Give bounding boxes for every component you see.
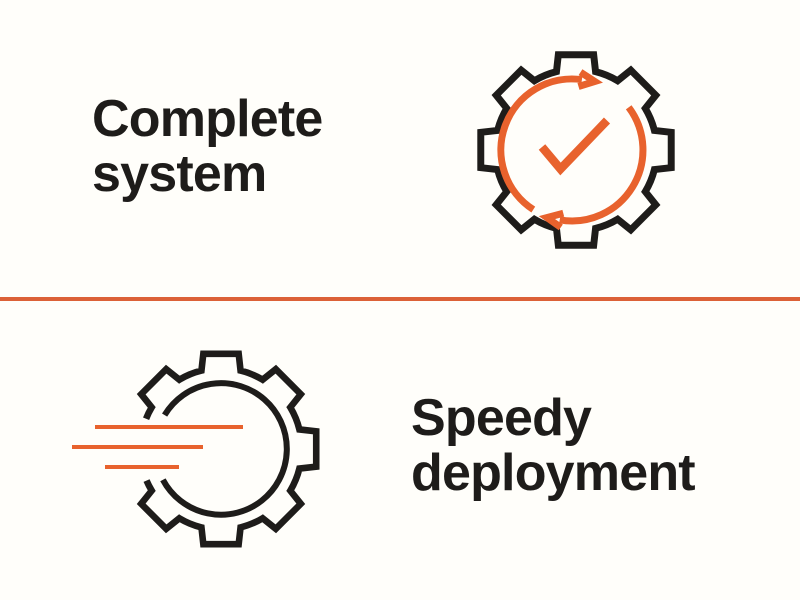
checkmark-icon xyxy=(538,117,611,176)
sync-arrows-icon xyxy=(497,69,647,231)
gear-speed-lines-icon xyxy=(72,350,320,548)
gear-inner-circle xyxy=(160,380,290,518)
heading-line: Complete xyxy=(92,90,323,148)
gear-sync-check-icon xyxy=(477,51,675,249)
arrowhead-top xyxy=(577,69,603,90)
heading-complete-system: Complete system xyxy=(92,92,323,202)
heading-line: system xyxy=(92,145,267,203)
section-divider xyxy=(0,297,800,301)
heading-line: deployment xyxy=(411,444,696,502)
heading-line: Speedy xyxy=(411,389,592,447)
speed-lines-icon xyxy=(72,425,243,469)
heading-speedy-deployment: Speedy deployment xyxy=(411,389,696,502)
gear-outline xyxy=(477,51,675,249)
gear-outline-open xyxy=(136,350,320,548)
arrowhead-bottom xyxy=(538,209,565,231)
